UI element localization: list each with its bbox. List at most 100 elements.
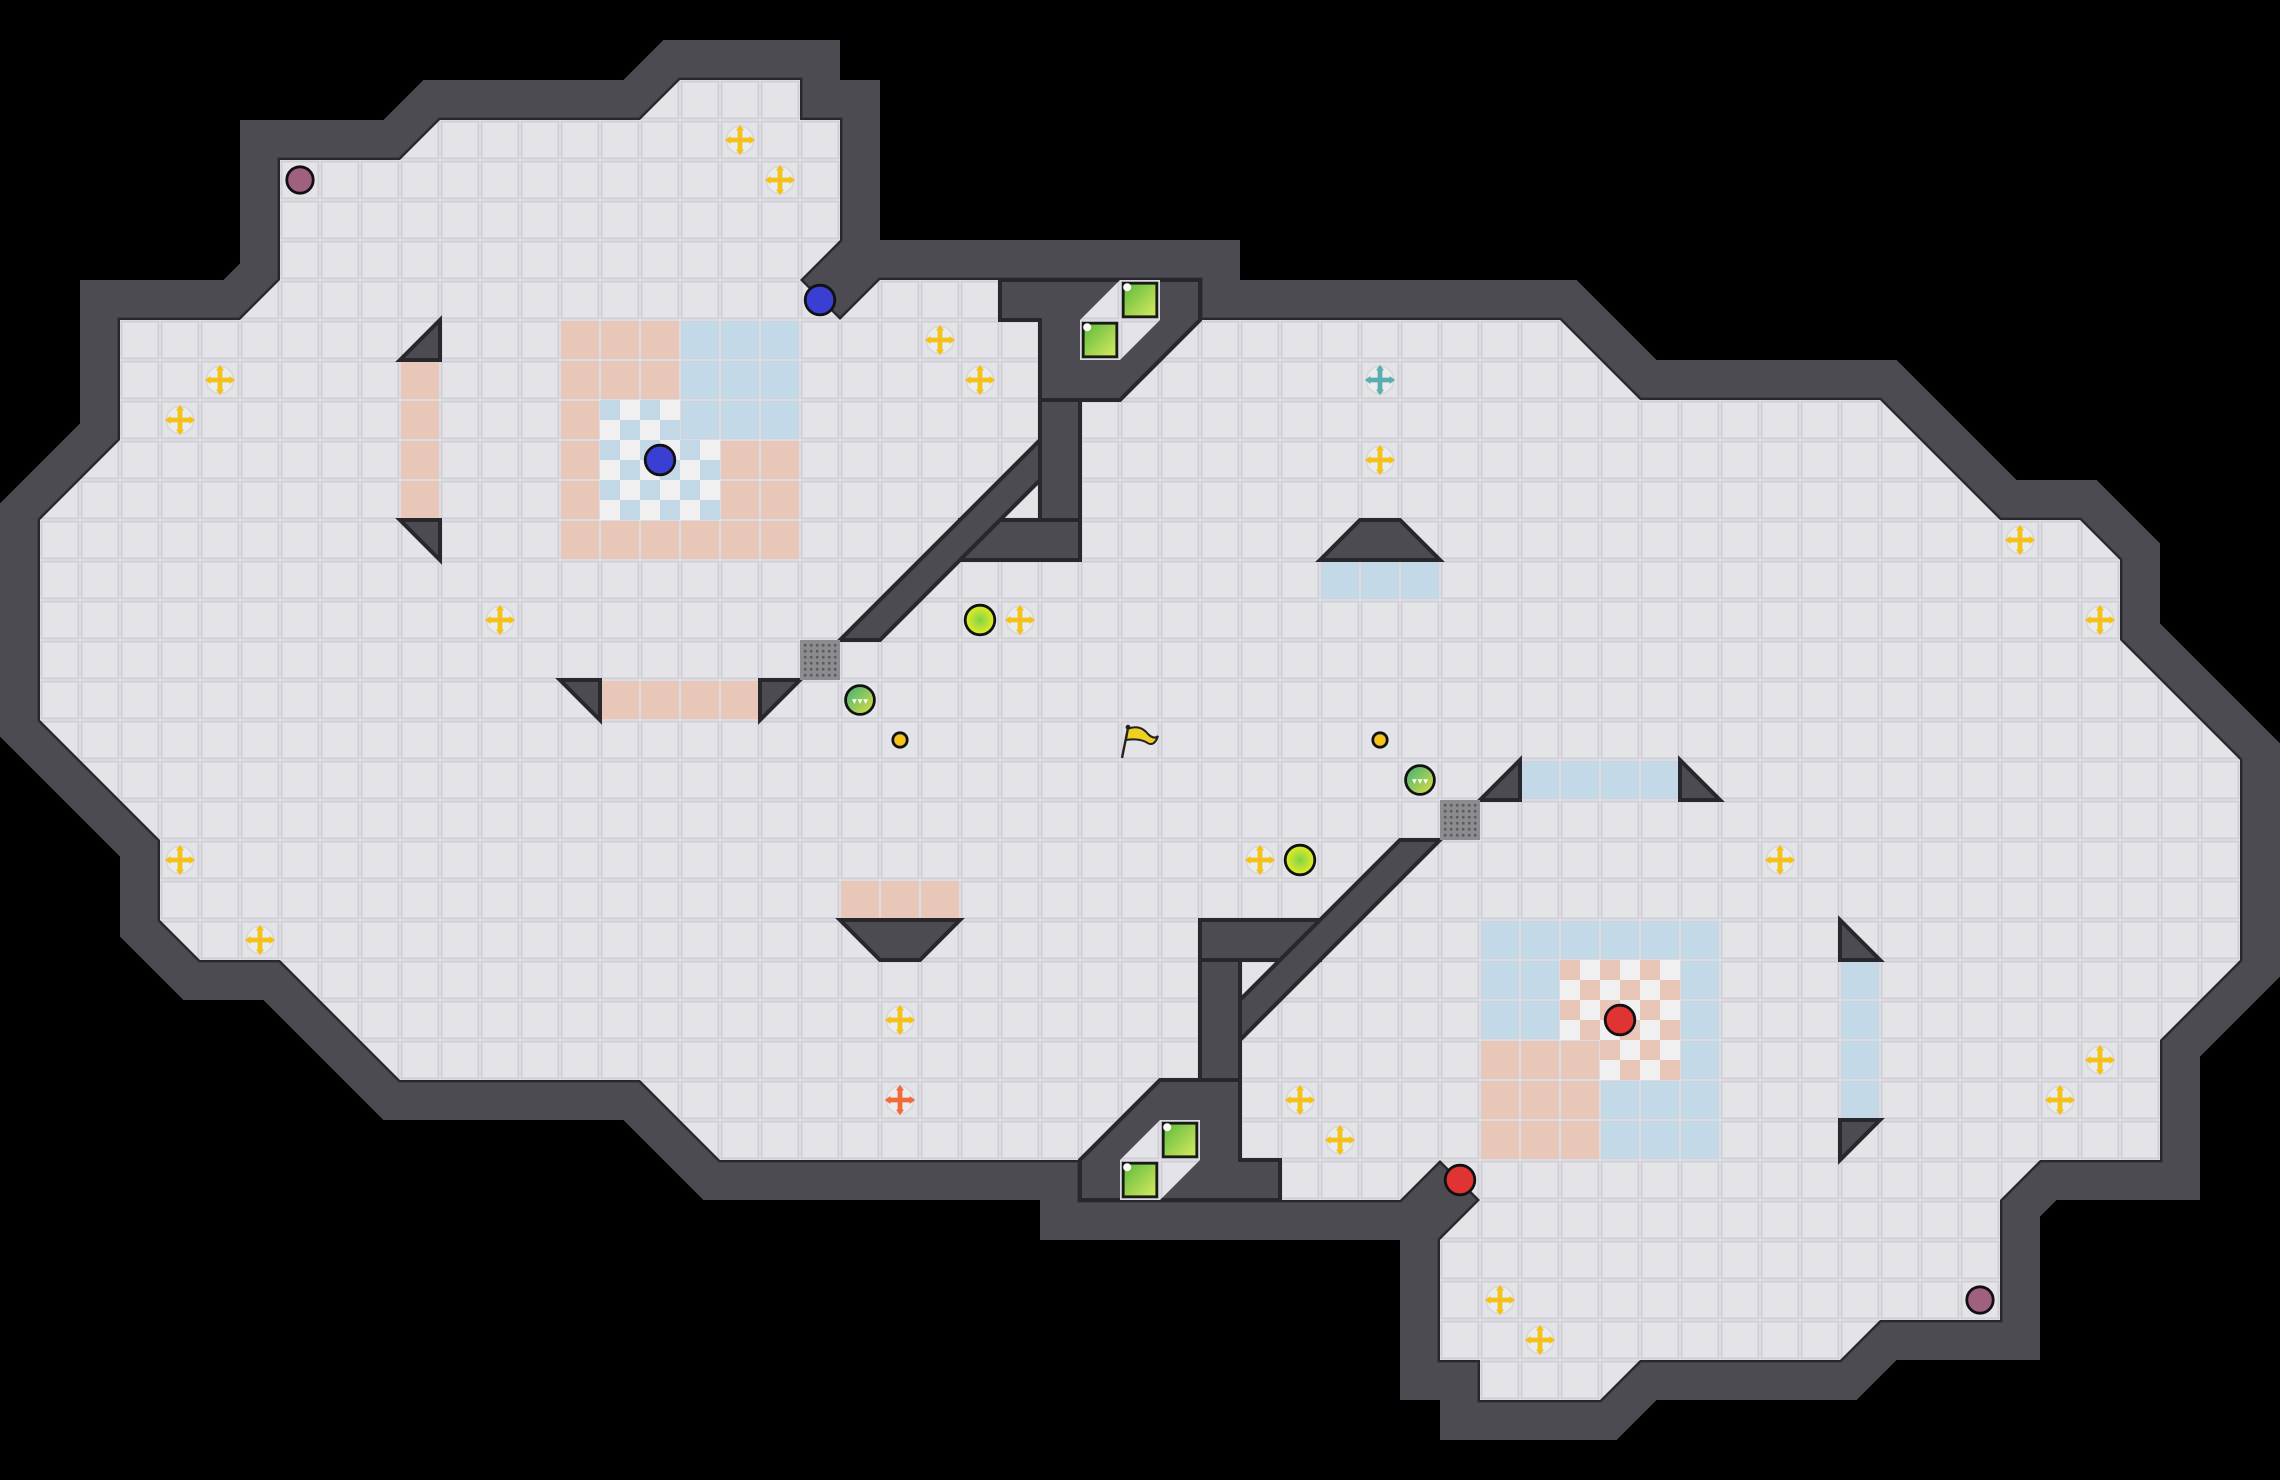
boost-arrowhead [2096, 1044, 2104, 1051]
blue-team-tile [721, 401, 759, 439]
boost-cross [2008, 528, 2032, 552]
checker-square [680, 460, 700, 480]
boost-cross [928, 328, 952, 352]
gate-dot [821, 661, 825, 665]
boost-arrowhead [964, 376, 971, 384]
checker-square [700, 480, 720, 500]
checker-square [1660, 1040, 1680, 1060]
boost-arrowhead [1256, 844, 1264, 851]
boost-arrowhead [2096, 629, 2104, 636]
red-team-tile [1521, 1081, 1559, 1119]
gate-dot [803, 667, 807, 671]
checker-square [700, 500, 720, 520]
boost-arrowhead [2016, 549, 2024, 556]
red-team-tile [1481, 1121, 1519, 1159]
checker-square [1560, 1000, 1580, 1020]
red-team-tile [1481, 1081, 1519, 1119]
neutral-boost-icon [164, 844, 196, 876]
gate-dot [1473, 803, 1477, 807]
small-yellow-marker [1371, 731, 1389, 749]
blue-team-tile [1841, 1001, 1879, 1039]
blue-team-tile [721, 321, 759, 359]
gate-dot [1461, 809, 1465, 813]
wall-block [1238, 838, 1445, 1045]
blue-endzone-tile [600, 480, 640, 520]
neutral-boost-icon [724, 124, 756, 156]
blue-team-tile [1681, 961, 1719, 999]
blue-team-tile [1521, 1001, 1559, 1039]
boost-arrowhead [1244, 856, 1251, 864]
red-player-ball [1603, 1003, 1637, 1037]
wall-block [1838, 915, 1885, 962]
checker-square [620, 480, 640, 500]
wall-block [1838, 1118, 1885, 1165]
boost-arrowhead [976, 389, 984, 396]
gate-dot [1443, 803, 1447, 807]
boost-arrowhead [176, 869, 184, 876]
gate-dot [1467, 821, 1471, 825]
gate-dot [809, 649, 813, 653]
checker-square [1560, 980, 1580, 1000]
red-team-tile [401, 361, 439, 399]
checker-square [1660, 960, 1680, 980]
neutral-boost-icon [484, 604, 516, 636]
boost-arrowhead [256, 924, 264, 931]
boost-arrowhead [989, 376, 996, 384]
checker-square [640, 500, 660, 520]
boost-cross [1368, 448, 1392, 472]
gate-dot [1443, 821, 1447, 825]
red-team-tile [641, 521, 679, 559]
boost-arrowhead [749, 136, 756, 144]
boost-arrowhead [229, 376, 236, 384]
gate-dot [827, 649, 831, 653]
checker-square [1660, 1000, 1680, 1020]
boost-arrowhead [1764, 856, 1771, 864]
wall-block [1315, 518, 1445, 562]
gate-tile [800, 640, 840, 680]
blue-team-tile [1481, 961, 1519, 999]
checker-square [1600, 1040, 1620, 1060]
blue-endzone-tile [680, 440, 720, 480]
purple-ball [1965, 1285, 1995, 1315]
boost-arrowhead [1549, 1336, 1556, 1344]
boost-arrowhead [2044, 1096, 2051, 1104]
blue-team-tile [1481, 1001, 1519, 1039]
boost-arrowhead [1004, 616, 1011, 624]
neutral-boost-icon [964, 364, 996, 396]
gate-dot [803, 655, 807, 659]
red-team-tile [601, 361, 639, 399]
blue-team-tile [1601, 1121, 1639, 1159]
checker-square [1580, 1020, 1600, 1040]
boost-cross [728, 128, 752, 152]
powerup-mark [852, 699, 857, 704]
gate-dot [1467, 827, 1471, 831]
blue-team-tile [1681, 1121, 1719, 1159]
blue-team-tile [681, 321, 719, 359]
boost-arrowhead [1376, 389, 1384, 396]
checker-square [1620, 1040, 1640, 1060]
blue-team-tile [1681, 921, 1719, 959]
neutral-boost-icon [2044, 1084, 2076, 1116]
red-team-tile [601, 681, 639, 719]
powerup-mark [1417, 779, 1423, 784]
wall-block [835, 918, 965, 962]
red-team-tile [641, 681, 679, 719]
checker-square [640, 400, 660, 420]
checker-square [640, 480, 660, 500]
boost-arrowhead [896, 1109, 904, 1116]
checker-square [1580, 1000, 1600, 1020]
checker-square [1660, 1060, 1680, 1080]
blue-team-tile [1521, 921, 1559, 959]
boost-arrowhead [509, 616, 516, 624]
boost-arrowhead [1284, 1096, 1291, 1104]
gate-dot [1473, 815, 1477, 819]
powerup-mark [857, 699, 863, 704]
red-team-tile [561, 361, 599, 399]
gate-dot [1443, 833, 1447, 837]
neutral-boost-icon [1324, 1124, 1356, 1156]
boost-arrowhead [484, 616, 491, 624]
red-team-boost-icon [884, 1084, 916, 1116]
gate-dot [815, 643, 819, 647]
boost-cross [888, 1008, 912, 1032]
red-team-tile [641, 361, 679, 399]
